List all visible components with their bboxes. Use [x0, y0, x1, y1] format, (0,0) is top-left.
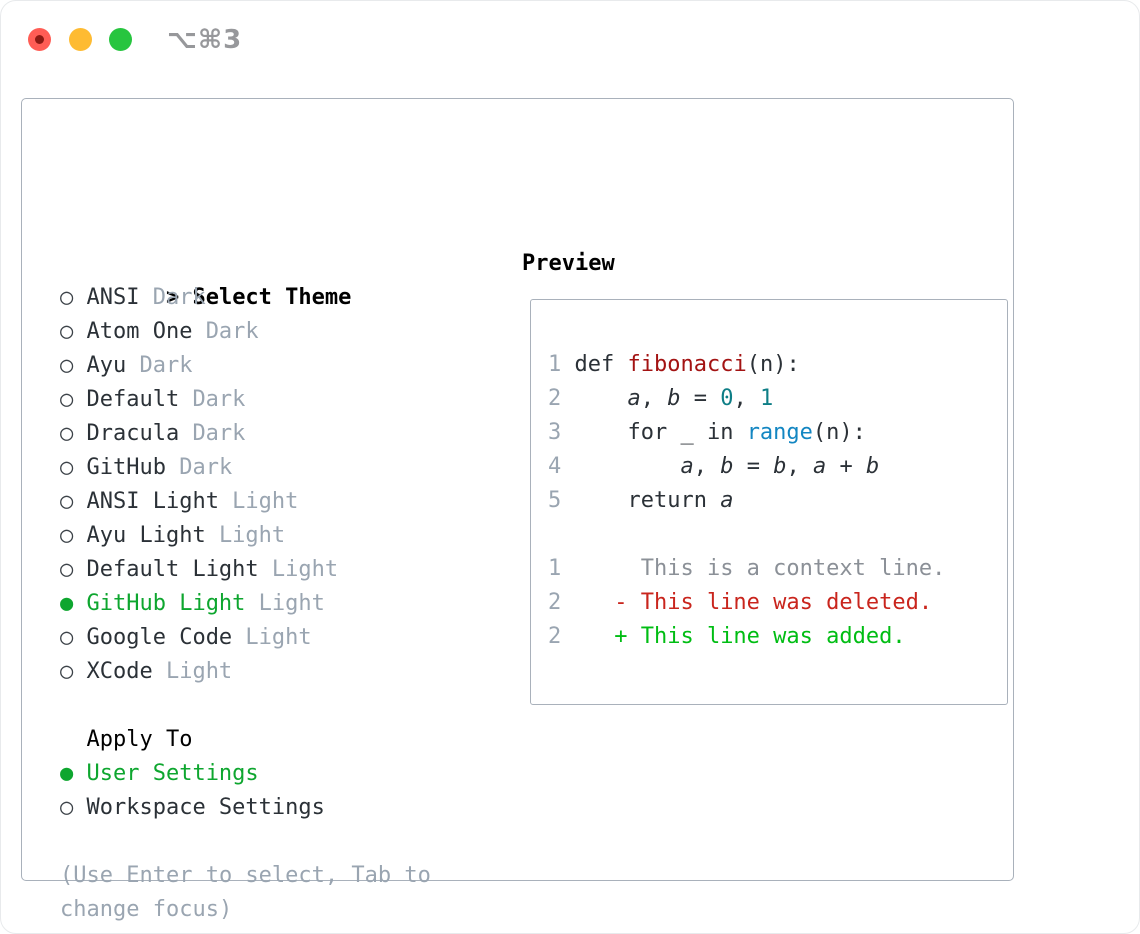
- select-theme-label: Select Theme: [192, 285, 352, 310]
- theme-name: Dracula: [86, 421, 180, 446]
- select-theme-header: > Select Theme: [60, 247, 431, 310]
- titlebar: ⌥⌘3: [1, 1, 1139, 77]
- theme-name: XCode: [86, 659, 153, 684]
- window-title: ⌥⌘3: [167, 25, 243, 55]
- preview-box: 1 def fibonacci(n): 2 a, b = 0, 1 3 for _ …: [530, 299, 1008, 705]
- theme-variant-tag: Dark: [192, 387, 246, 412]
- code-line: [548, 518, 945, 552]
- theme-option-ansi[interactable]: ○ ANSI Dark: [60, 281, 431, 315]
- code-line: 4 a, b = b, a + b: [548, 454, 880, 479]
- apply-option-label: User Settings: [86, 761, 259, 786]
- theme-name: ANSI Light: [86, 489, 219, 514]
- apply-option-user-settings[interactable]: ● User Settings: [60, 757, 431, 791]
- radio-icon: ○: [60, 319, 74, 344]
- radio-icon: ○: [60, 795, 74, 820]
- theme-name: Default: [86, 387, 180, 412]
- spacer: [60, 825, 431, 859]
- theme-option-atom-one[interactable]: ○ Atom One Dark: [60, 315, 431, 349]
- theme-name: Default Light: [86, 557, 259, 582]
- radio-icon: ○: [60, 455, 74, 480]
- theme-variant-tag: Light: [218, 523, 286, 548]
- theme-variant-tag: Dark: [179, 455, 233, 480]
- code-line: 5 return a: [548, 488, 734, 513]
- theme-option-github[interactable]: ○ GitHub Dark: [60, 451, 431, 485]
- spacer: [60, 689, 431, 723]
- radio-icon: ○: [60, 353, 74, 378]
- radio-icon: ○: [60, 625, 74, 650]
- theme-option-default[interactable]: ○ Default Dark: [60, 383, 431, 417]
- theme-variant-tag: Light: [165, 659, 233, 684]
- code-line: 1 def fibonacci(n):: [548, 352, 800, 377]
- hint-line-2: change focus): [60, 897, 233, 922]
- code-line: 2 + This line was added.: [548, 624, 906, 649]
- radio-selected-icon: ●: [60, 591, 74, 616]
- minimize-button[interactable]: [69, 28, 92, 51]
- zoom-button[interactable]: [109, 28, 132, 51]
- radio-icon: ○: [60, 489, 74, 514]
- focus-caret: >: [165, 285, 180, 310]
- theme-name: ANSI: [86, 285, 140, 310]
- theme-variant-tag: Light: [232, 489, 299, 514]
- radio-icon: ○: [60, 387, 74, 412]
- theme-variant-tag: Light: [271, 557, 339, 582]
- theme-option-dracula[interactable]: ○ Dracula Dark: [60, 417, 431, 451]
- apply-option-label: Workspace Settings: [86, 795, 325, 820]
- radio-icon: ○: [60, 659, 74, 684]
- theme-variant-tag: Dark: [205, 319, 259, 344]
- code-line: 2 a, b = 0, 1: [548, 386, 774, 411]
- theme-name: Ayu Light: [86, 523, 206, 548]
- theme-option-xcode[interactable]: ○ XCode Light: [60, 655, 431, 689]
- theme-variant-tag: Light: [258, 591, 325, 616]
- theme-variant-tag: Dark: [192, 421, 246, 446]
- preview-code: 1 def fibonacci(n): 2 a, b = 0, 1 3 for _ …: [548, 348, 945, 654]
- theme-option-default-light[interactable]: ○ Default Light Light: [60, 553, 431, 587]
- theme-name: GitHub: [86, 455, 166, 480]
- apply-to-list: ● User Settings ○ Workspace Settings: [60, 757, 431, 825]
- code-line: 3 for _ in range(n):: [548, 420, 866, 445]
- radio-icon: ○: [60, 421, 74, 446]
- theme-option-github-light[interactable]: ● GitHub Light Light: [60, 587, 431, 621]
- code-line: 1 This is a context line.: [548, 556, 946, 581]
- theme-option-ansi-light[interactable]: ○ ANSI Light Light: [60, 485, 431, 519]
- apply-to-header: Apply To: [86, 727, 193, 752]
- theme-variant-tag: Dark: [152, 285, 206, 310]
- preview-header: Preview: [522, 251, 615, 276]
- theme-variant-tag: Dark: [139, 353, 193, 378]
- theme-name: GitHub Light: [86, 591, 246, 616]
- apply-option-workspace-settings[interactable]: ○ Workspace Settings: [60, 791, 431, 825]
- code-line: 2 - This line was deleted.: [548, 590, 933, 615]
- radio-icon: ○: [60, 557, 74, 582]
- theme-option-google-code[interactable]: ○ Google Code Light: [60, 621, 431, 655]
- theme-name: Ayu: [86, 353, 127, 378]
- radio-icon: ○: [60, 285, 74, 310]
- theme-variant-tag: Light: [245, 625, 312, 650]
- radio-icon: ○: [60, 523, 74, 548]
- close-button[interactable]: [28, 28, 51, 51]
- theme-name: Google Code: [86, 625, 233, 650]
- hint-line-1: (Use Enter to select, Tab to: [60, 863, 431, 888]
- theme-option-ayu-light[interactable]: ○ Ayu Light Light: [60, 519, 431, 553]
- theme-name: Atom One: [86, 319, 193, 344]
- radio-selected-icon: ●: [60, 761, 74, 786]
- theme-option-ayu[interactable]: ○ Ayu Dark: [60, 349, 431, 383]
